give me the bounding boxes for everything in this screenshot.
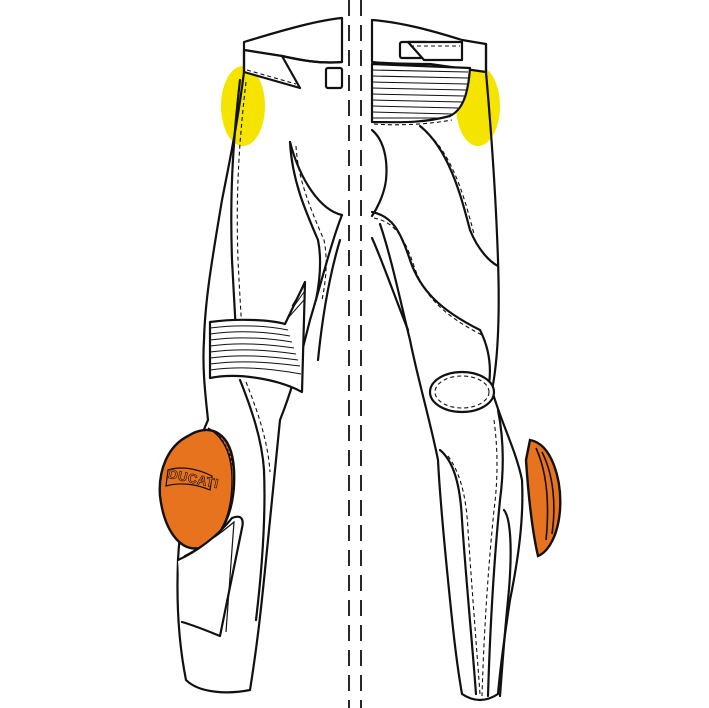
back-knee-patch (428, 370, 496, 414)
back-leg-outline (378, 42, 524, 702)
front-ribbed-panel (208, 280, 307, 394)
front-belt-loop (324, 66, 344, 90)
back-view (370, 18, 562, 702)
back-seat-curve (370, 128, 388, 218)
front-view: DUCATI (158, 16, 344, 694)
center-divider (348, 0, 362, 708)
back-ribbed-yoke (370, 62, 472, 124)
front-knee-slider: DUCATI (158, 427, 236, 550)
front-leg-outline (176, 48, 344, 694)
rear-knee-slider (524, 438, 562, 558)
